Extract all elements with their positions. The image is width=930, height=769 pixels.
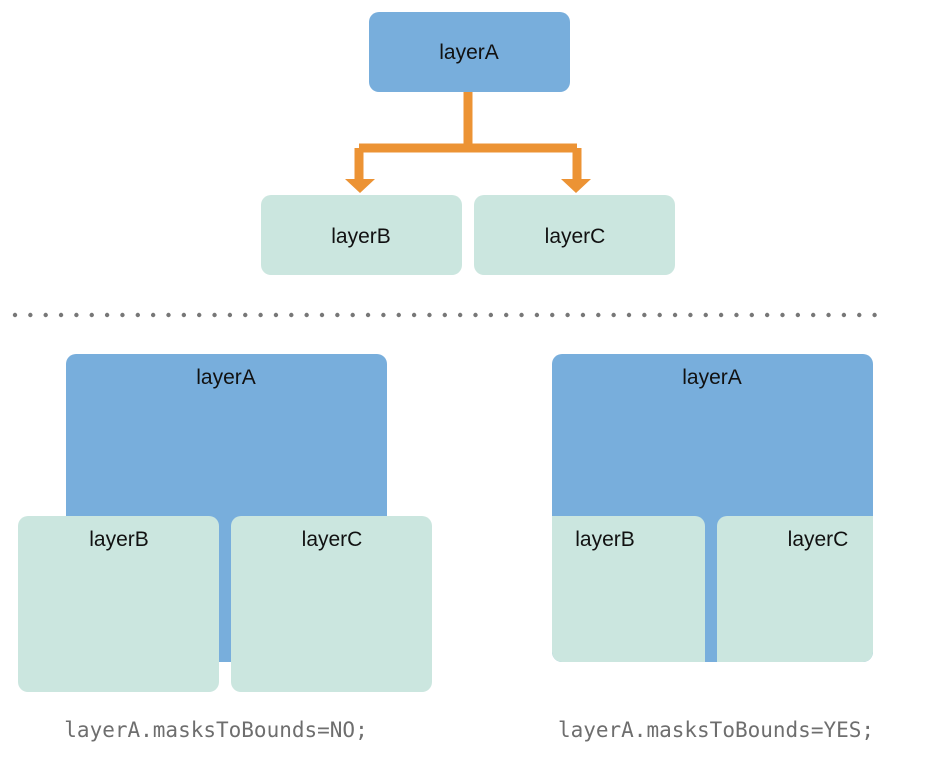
arrowhead-icon [345, 179, 375, 193]
divider-dot [642, 312, 647, 318]
layer-b-label: layerB [575, 528, 635, 551]
tree-layer-a [369, 12, 570, 92]
layer-c-label: layerC [302, 528, 363, 551]
divider-dot [212, 312, 217, 318]
tree-layer-b-label: layerB [331, 225, 391, 248]
divider-dot [365, 312, 371, 318]
divider-dot [273, 312, 279, 318]
divider-dot [795, 312, 801, 318]
divider-dot [227, 312, 233, 318]
divider-dot [872, 312, 877, 318]
layer-b [18, 516, 219, 692]
divider-dot [427, 312, 432, 318]
layer-b-label: layerB [89, 528, 149, 551]
tree-layer-a-label: layerA [439, 41, 499, 64]
divider-dot [550, 312, 555, 318]
layer-c [717, 516, 873, 662]
layer-c [231, 516, 432, 692]
divider-dot [764, 312, 770, 318]
divider-dot [58, 312, 64, 318]
divider-dot [120, 312, 125, 318]
divider-dot [626, 312, 632, 318]
layer-c-label: layerC [788, 528, 849, 551]
divider-dot [811, 312, 816, 318]
divider-dot [672, 312, 678, 318]
divider-dot [457, 312, 463, 318]
divider-dot [442, 312, 447, 318]
divider-dot [718, 312, 724, 318]
connector-arrow [354, 92, 582, 180]
divider-dot [488, 312, 494, 318]
divider-dot [504, 312, 509, 318]
divider-dot [734, 312, 739, 318]
hierarchy-tree: layerA layerB layerC [261, 12, 675, 275]
panel-masks-yes: layerA layerB layerC layerA.masksToBound… [552, 354, 874, 742]
divider-dot [28, 312, 33, 318]
layer-a-label: layerA [682, 366, 742, 389]
divider-dot [43, 312, 48, 318]
divider-dot [857, 312, 862, 318]
divider-dot [534, 312, 540, 318]
divider-dot [519, 312, 524, 318]
divider-dot [104, 312, 110, 318]
divider-dot [657, 312, 662, 318]
divider-dot [89, 312, 94, 318]
divider-dot [74, 312, 79, 318]
layer-a-label: layerA [196, 366, 256, 389]
divider-dot [197, 312, 202, 318]
divider-dot [381, 312, 386, 318]
divider-dot [473, 312, 478, 318]
divider-dot [335, 312, 340, 318]
divider-dot [688, 312, 693, 318]
divider-dot [304, 312, 309, 318]
dotted-divider [12, 312, 877, 318]
layer-b [552, 516, 705, 662]
panel-masks-no: layerA layerB layerC layerA.masksToBound… [18, 354, 432, 742]
divider-dot [258, 312, 263, 318]
divider-dot [411, 312, 417, 318]
divider-dot [12, 312, 18, 318]
tree-layer-c [474, 195, 675, 275]
divider-dot [580, 312, 586, 318]
divider-dot [166, 312, 171, 318]
divider-dot [780, 312, 785, 318]
divider-dot [243, 312, 248, 318]
divider-dot [611, 312, 616, 318]
arrowhead-icon [561, 179, 591, 193]
caption-masks-no: layerA.masksToBounds=NO; [64, 718, 367, 742]
divider-dot [826, 312, 831, 318]
divider-dot [841, 312, 847, 318]
divider-dot [596, 312, 601, 318]
divider-dot [150, 312, 156, 318]
divider-dot [749, 312, 754, 318]
divider-dot [703, 312, 708, 318]
divider-dot [565, 312, 570, 318]
caption-masks-yes: layerA.masksToBounds=YES; [558, 718, 874, 742]
divider-dot [350, 312, 355, 318]
divider-dot [319, 312, 325, 318]
divider-dot [181, 312, 187, 318]
divider-dot [135, 312, 140, 318]
tree-layer-c-label: layerC [545, 225, 606, 248]
divider-dot [396, 312, 401, 318]
divider-dot [289, 312, 294, 318]
tree-layer-b [261, 195, 462, 275]
